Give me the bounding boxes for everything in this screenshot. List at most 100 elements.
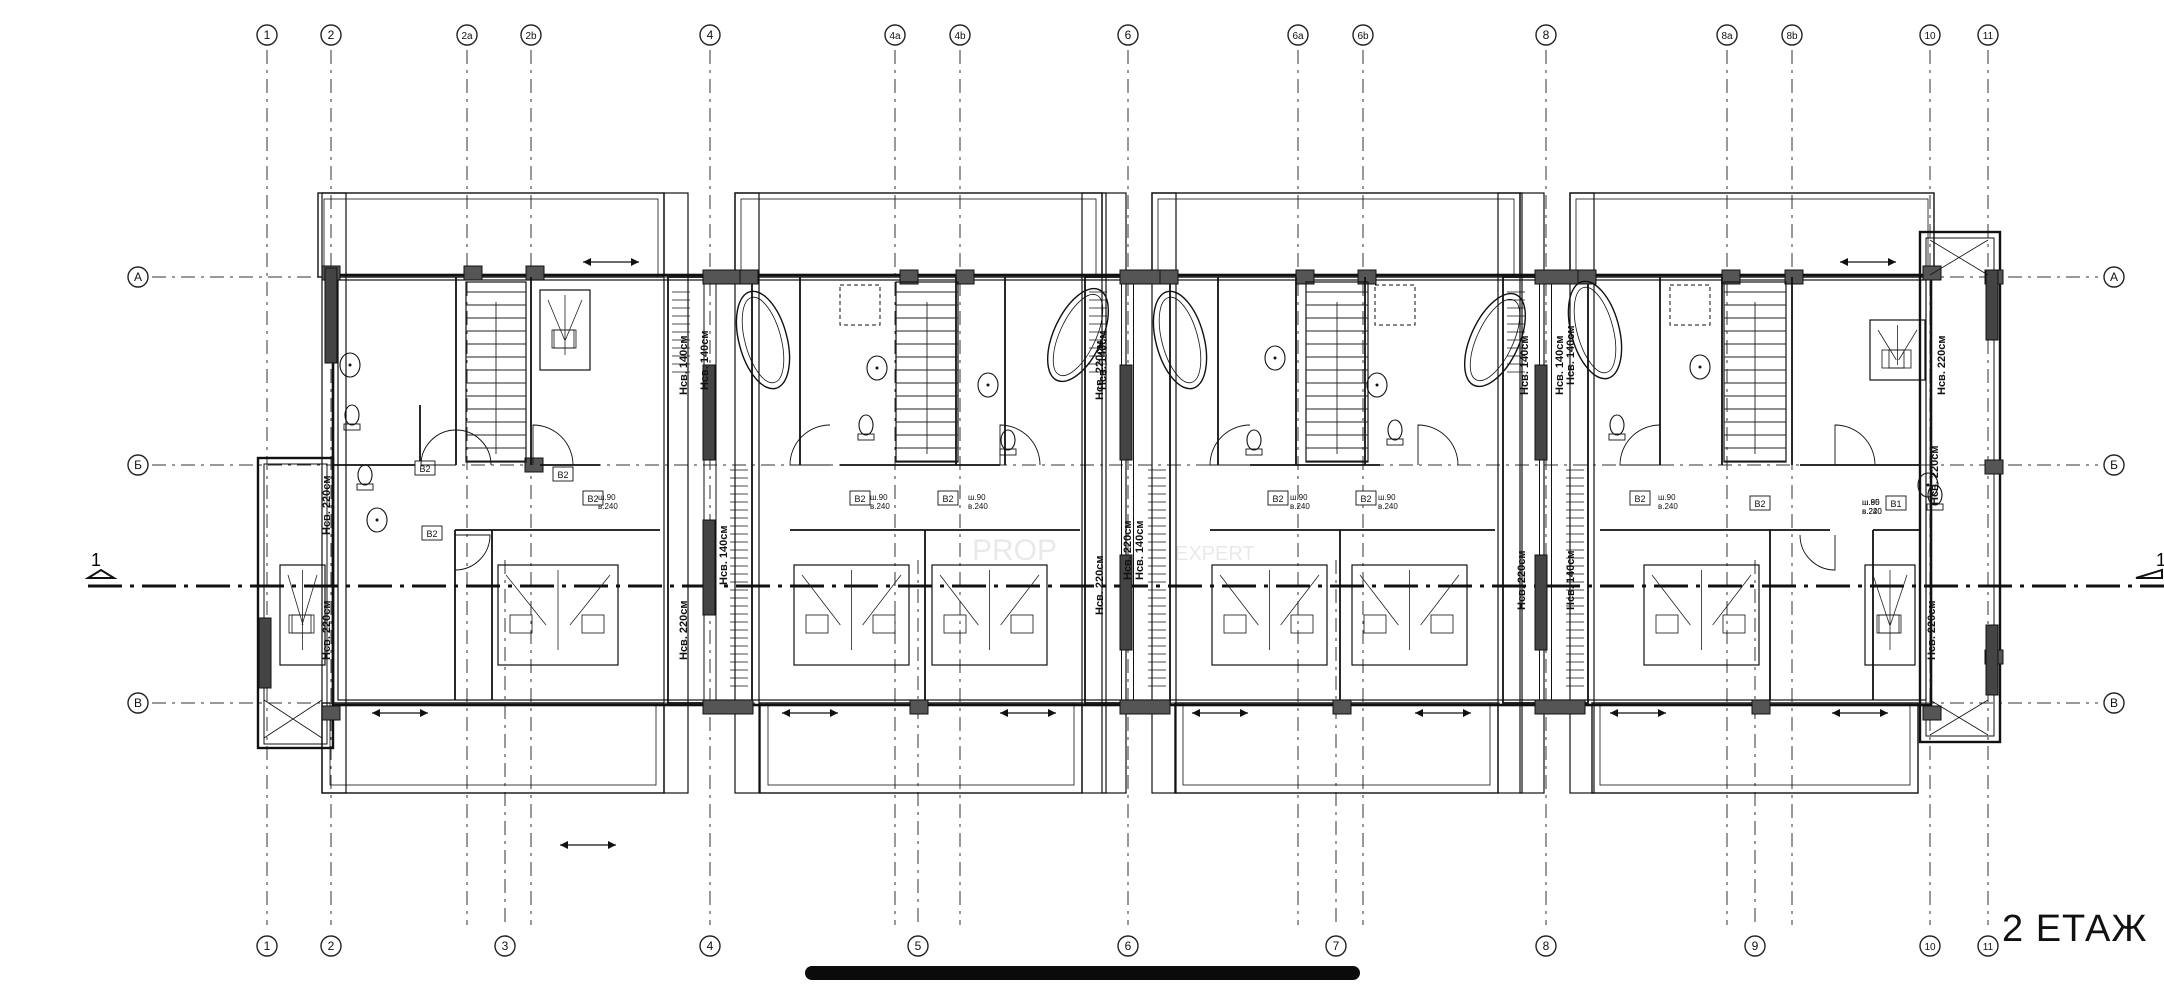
balcony-top [734, 192, 1103, 278]
sink [977, 372, 999, 398]
door-width-label: ш.90 [1862, 498, 1880, 507]
door-height-label: в.240 [968, 502, 988, 511]
bay-wall-left [256, 456, 335, 750]
bathtub [1046, 287, 1110, 383]
door-swing [1799, 534, 1836, 571]
axis-bubble-label: 11 [1983, 31, 1994, 42]
door-swing [455, 429, 492, 466]
bathtub-rim [1463, 292, 1527, 388]
bed-sheet-lines [547, 295, 583, 355]
door-width-label: ш.90 [1290, 493, 1308, 502]
pillow [1363, 614, 1387, 634]
slide-arrow-head [1048, 709, 1056, 717]
axis-bubble [1781, 24, 1803, 46]
door-type-box [1267, 490, 1289, 506]
wing-wall [1569, 192, 1595, 794]
stair-flight [1305, 281, 1369, 463]
axis-bubble [2103, 266, 2125, 288]
bed-sheet-lines [1359, 570, 1460, 650]
toilet-tank [1608, 433, 1626, 441]
height-label-140: Нсв. 140см [699, 330, 711, 390]
balcony-top-rail [1157, 198, 1515, 278]
axis-bubble-label: 2 [328, 939, 335, 953]
slide-arrow-head [1192, 709, 1200, 717]
door-type-label: В2 [1754, 499, 1765, 509]
wing-wall [1101, 192, 1127, 794]
axis-bubble [2103, 454, 2125, 476]
axis-bubble [320, 935, 342, 957]
door-type-box [582, 490, 604, 506]
door-type-label: В2 [426, 529, 437, 539]
axis-bubble [1352, 24, 1374, 46]
sink [1264, 345, 1286, 371]
axis-bubble-label: 11 [1983, 942, 1994, 953]
column [1751, 699, 1771, 715]
toilet [858, 414, 874, 436]
height-label-140: Нсв. 140см [678, 335, 690, 395]
pillow [1876, 614, 1900, 634]
axis-bubble-label: 5 [915, 939, 922, 953]
height-label-220: Нсв. 220см [678, 600, 690, 660]
axis-bubble-label: В [2110, 696, 2118, 710]
sink-drain [1273, 356, 1277, 360]
pier [1985, 624, 1999, 696]
wing-wall [1519, 192, 1545, 794]
stair-landing [1374, 284, 1416, 326]
balcony-bottom-rail [329, 702, 657, 786]
sink [339, 352, 361, 378]
slide-arrow-head [1415, 709, 1423, 717]
balcony-top [1569, 192, 1935, 278]
balcony-top-rail [323, 198, 659, 278]
axis-bubble-label: 3 [502, 939, 509, 953]
height-label-220: Нсв. 220см [321, 600, 333, 660]
door-type-label: В2 [854, 494, 865, 504]
door-type-label: В2 [1360, 494, 1371, 504]
axis-bubble-label: 8b [1786, 31, 1798, 42]
slide-arrow-head [1610, 709, 1618, 717]
column [1534, 699, 1586, 715]
balcony-top-rail [740, 198, 1097, 278]
door-type-label: В1 [1890, 499, 1901, 509]
sink-drain [1375, 383, 1379, 387]
door-type-box [414, 460, 436, 476]
pier [1985, 269, 1999, 341]
walls [256, 192, 2004, 794]
bathtub-rim [1567, 280, 1623, 380]
door-type-box [421, 525, 443, 541]
column [702, 699, 754, 715]
pier [324, 267, 338, 364]
stair-landing [1669, 284, 1711, 326]
sink-drain [1698, 365, 1702, 369]
height-label-140: Нсв. 140см [1134, 520, 1146, 580]
axis-bubble-label: 10 [1924, 942, 1936, 953]
door-type-box [937, 490, 959, 506]
sink-drain [348, 363, 352, 367]
sink [1366, 372, 1388, 398]
axis-bubble-label: А [134, 270, 142, 284]
door-type-label: В2 [419, 464, 430, 474]
axis-bubble [256, 935, 278, 957]
axis-bubble [1287, 24, 1309, 46]
sink-drain [875, 366, 879, 370]
door-height-label: в.240 [598, 502, 618, 511]
height-label-140: Нсв. 140см [1565, 325, 1577, 385]
column [1357, 269, 1377, 285]
slide-arrow-head [1000, 709, 1008, 717]
sink [866, 355, 888, 381]
axis-bubble [320, 24, 342, 46]
door-height-label: в.220 [1862, 507, 1882, 516]
column [739, 269, 759, 285]
stairs [466, 291, 1786, 462]
bed [1869, 319, 1926, 381]
furniture [287, 280, 1943, 650]
bathtub-rim [1152, 290, 1208, 390]
toilet [1000, 429, 1016, 451]
toilet [357, 464, 373, 486]
sink-drain [986, 383, 990, 387]
bay-wall-left-inner [263, 463, 328, 745]
home-indicator-bar[interactable] [805, 966, 1360, 980]
axis-bubble-label: 4b [954, 31, 966, 42]
axis-bubble [456, 24, 478, 46]
axis-bubble-label: 4a [889, 31, 901, 42]
